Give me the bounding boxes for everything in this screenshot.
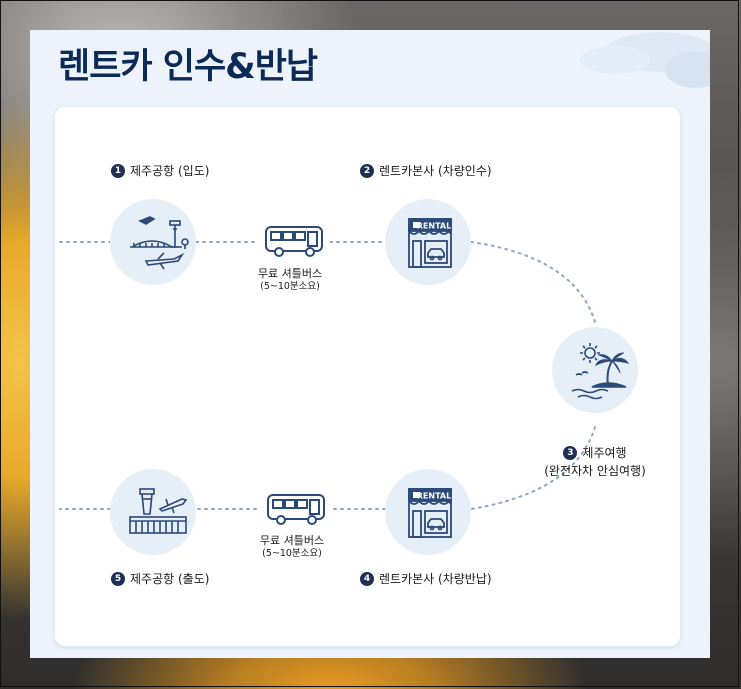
rental-shop-icon: RENTAL (385, 469, 471, 555)
step-number-badge: 4 (360, 571, 374, 586)
stop-5-label: 5 제주공항 (출도) (111, 570, 209, 587)
stop-1-text: 제주공항 (입도) (130, 164, 210, 178)
shuttle-duration: (5~10분소요) (262, 548, 322, 559)
shuttle-info-bottom: 무료 셔틀버스 (5~10분소요) (237, 534, 347, 560)
airport-arrival-icon (110, 199, 196, 285)
stop-4-text: 렌트카본사 (차량반납) (379, 572, 492, 586)
stop-4-label: 4 렌트카본사 (차량반납) (360, 570, 492, 587)
stop-3-label: 3 제주여행 (완전자차 안심여행) (525, 444, 665, 479)
airport-departure-icon (110, 469, 196, 555)
stop-2-text: 렌트카본사 (차량인수) (379, 164, 492, 178)
shuttle-duration: (5~10분소요) (260, 281, 320, 292)
stop-5-text: 제주공항 (출도) (130, 572, 210, 586)
rental-sign-text: RENTAL (417, 222, 451, 231)
shuttle-label: 무료 셔틀버스 (259, 534, 325, 547)
stop-2-label: 2 렌트카본사 (차량인수) (360, 162, 492, 179)
step-number-badge: 3 (563, 445, 578, 460)
rental-sign-text: RENTAL (417, 492, 451, 501)
shuttle-label: 무료 셔틀버스 (257, 267, 323, 280)
step-number-badge: 2 (360, 163, 374, 178)
page-title: 렌트카 인수&반납 (58, 47, 318, 87)
cloud-decoration (580, 32, 710, 88)
route-dotted-line (59, 241, 596, 510)
shuttle-bus-icon (260, 491, 332, 529)
step-number-badge: 1 (111, 163, 125, 178)
stop-3-subtext: (완전자차 안심여행) (544, 464, 646, 478)
shuttle-bus-icon (258, 223, 330, 261)
route-card: 1 제주공항 (입도) (55, 107, 680, 646)
rental-guide-panel: 렌트카 인수&반납 1 제주공항 (입도) (30, 30, 710, 658)
island-palm-icon (552, 327, 638, 413)
step-number-badge: 5 (111, 571, 125, 586)
rental-shop-icon: RENTAL (385, 199, 471, 285)
stop-3-text: 제주여행 (582, 446, 627, 460)
stop-1-label: 1 제주공항 (입도) (111, 162, 209, 179)
shuttle-info-top: 무료 셔틀버스 (5~10분소요) (235, 267, 345, 293)
